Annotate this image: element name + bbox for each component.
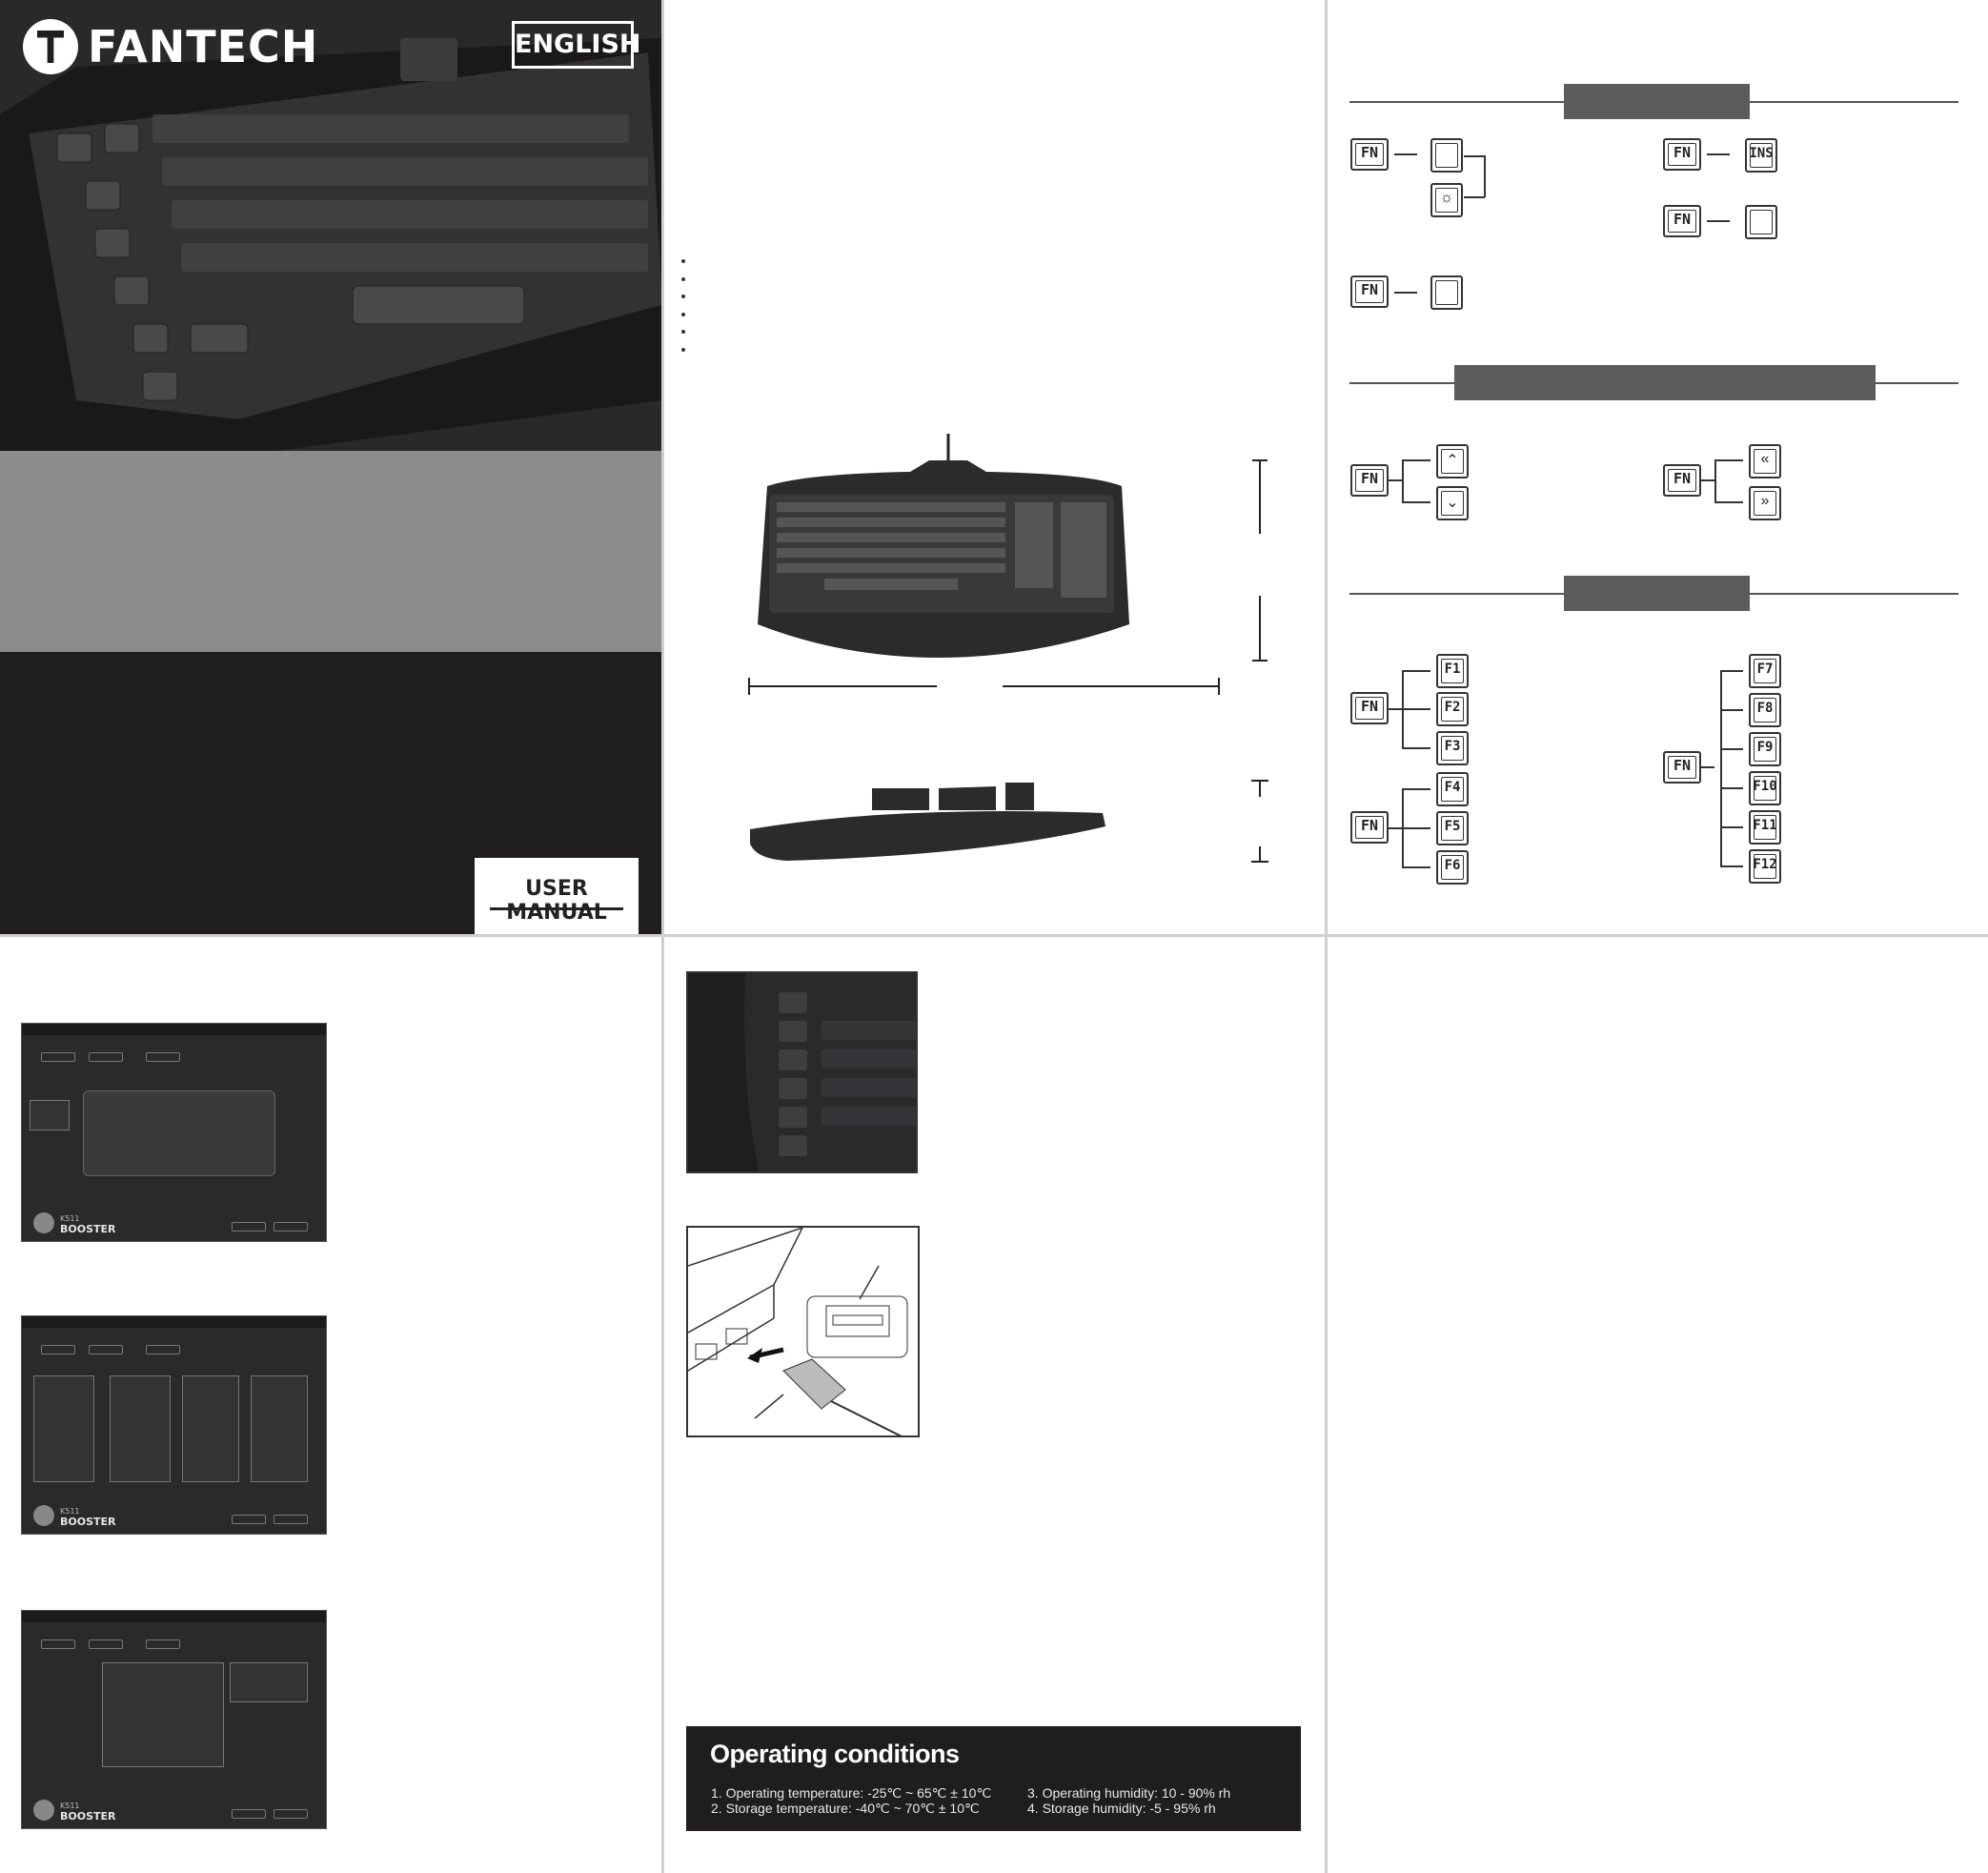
- fn-key: FN: [1663, 138, 1701, 171]
- connection-panel: Operating conditions 1. Operating temper…: [664, 937, 1325, 1873]
- fantech-logo-icon: [23, 19, 78, 74]
- right-arrow-key: »: [1749, 486, 1781, 520]
- f10-key: F10: [1749, 771, 1781, 805]
- height-dimension-line: [1259, 596, 1261, 661]
- usb-connection-illustration: [686, 1226, 920, 1437]
- keyboard-preview: [83, 1090, 275, 1176]
- f3-key: F3: [1436, 731, 1469, 765]
- blank-key: [1745, 205, 1777, 239]
- section-header-bar: [1454, 365, 1876, 400]
- cover-panel: FANTECH ENGLISH USER MANUAL: [0, 0, 661, 934]
- height-dimension-cap: [1252, 660, 1268, 662]
- page-divider: [0, 934, 1988, 937]
- bullet: [681, 312, 685, 316]
- width-dimension-line: [1003, 685, 1219, 687]
- fn-key: FN: [1350, 811, 1389, 844]
- fn-key: FN: [1663, 205, 1701, 237]
- depth-dimension-cap: [1251, 861, 1268, 863]
- bullet: [681, 295, 685, 298]
- section-header-bar: [1564, 84, 1750, 119]
- fn-key: FN: [1350, 464, 1389, 497]
- f9-key: F9: [1749, 732, 1781, 766]
- f7-key: F7: [1749, 654, 1781, 688]
- arrow-up-icon: ⌃: [1446, 453, 1459, 469]
- up-arrow-key: ⌃: [1436, 444, 1469, 478]
- f2-key: F2: [1436, 692, 1469, 726]
- specs-panel: [664, 0, 1325, 934]
- brightness-key: ☼: [1430, 183, 1463, 217]
- section-header-bar: [1564, 576, 1750, 611]
- fantech-logo-icon: [33, 1800, 54, 1821]
- fn-keys-panel: FN ☼ FN INS FN FN FN ⌃ ⌄ FN « » FN F1 F2…: [1328, 0, 1988, 934]
- brand-logo: FANTECH: [23, 19, 318, 74]
- spec-bullets: [681, 259, 685, 365]
- bullet: [681, 330, 685, 334]
- width-dimension-cap: [748, 678, 750, 695]
- f4-key: F4: [1436, 772, 1469, 806]
- width-dimension-cap: [1218, 678, 1220, 695]
- condition-item: 1. Operating temperature: -25℃ ~ 65℃ ± 1…: [711, 1785, 992, 1801]
- blank-key: [1430, 275, 1463, 310]
- manual-label-text: USER MANUAL: [506, 877, 607, 925]
- f11-key: F11: [1749, 810, 1781, 845]
- bullet: [681, 276, 685, 281]
- left-arrow-key: «: [1749, 444, 1781, 478]
- f12-key: F12: [1749, 849, 1781, 884]
- fantech-logo-icon: [33, 1212, 54, 1233]
- operating-conditions-box: Operating conditions 1. Operating temper…: [686, 1726, 1301, 1831]
- fn-key: FN: [1350, 275, 1389, 308]
- ins-key: INS: [1745, 138, 1777, 173]
- depth-dimension-cap: [1251, 780, 1268, 782]
- arrow-down-icon: ⌄: [1446, 495, 1459, 511]
- keyboard-macro-keys-photo: [686, 971, 918, 1173]
- f1-key: F1: [1436, 654, 1469, 688]
- bullet: [681, 259, 685, 263]
- fn-key: FN: [1350, 138, 1389, 171]
- operating-conditions-title: Operating conditions: [710, 1740, 960, 1768]
- double-left-icon: «: [1760, 451, 1770, 467]
- condition-item: 3. Operating humidity: 10 - 90% rh: [1027, 1785, 1231, 1801]
- keyboard-side-view: [750, 783, 1106, 861]
- brand-name: FANTECH: [88, 21, 319, 72]
- depth-dimension-line: [1259, 846, 1261, 861]
- sun-icon: ☼: [1439, 190, 1454, 206]
- f5-key: F5: [1436, 811, 1469, 845]
- double-right-icon: »: [1760, 493, 1770, 509]
- fn-key: FN: [1663, 751, 1701, 784]
- cover-band: [0, 451, 661, 652]
- depth-dimension-line: [1259, 780, 1261, 797]
- width-dimension-line: [748, 685, 937, 687]
- height-dimension-cap: [1252, 459, 1268, 461]
- bullet: [681, 347, 685, 352]
- blank-key: [1430, 138, 1463, 173]
- fn-key: FN: [1350, 692, 1389, 724]
- height-dimension-line: [1259, 459, 1261, 534]
- f6-key: F6: [1436, 850, 1469, 885]
- keyboard-top-view: [758, 434, 1129, 658]
- language-badge: ENGLISH: [512, 21, 641, 69]
- keyboard-photo: [0, 0, 661, 451]
- fantech-logo-icon: [33, 1505, 54, 1526]
- manual-label: USER MANUAL: [475, 858, 639, 934]
- fn-key: FN: [1663, 464, 1701, 497]
- down-arrow-key: ⌄: [1436, 486, 1469, 520]
- blank-panel: [1328, 937, 1988, 1873]
- condition-item: 2. Storage temperature: -40℃ ~ 70℃ ± 10℃: [711, 1801, 980, 1816]
- condition-item: 4. Storage humidity: -5 - 95% rh: [1027, 1801, 1216, 1816]
- f8-key: F8: [1749, 693, 1781, 727]
